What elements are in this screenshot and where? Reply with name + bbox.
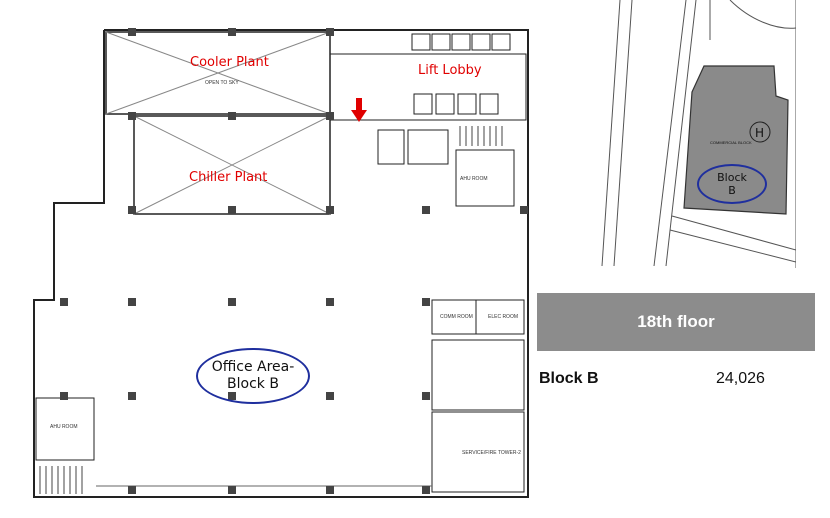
block-area-value: 24,026: [716, 370, 765, 387]
floor-plan: [33, 28, 529, 498]
ahu-room-left-text: AHU ROOM: [50, 424, 78, 430]
svg-text:H: H: [755, 126, 764, 140]
elec-room-text: ELEC ROOM: [488, 314, 519, 320]
block-label: Block B: [539, 370, 599, 387]
service-fire-lift-text: SERVICE/FIRE TOWER-2: [462, 450, 521, 456]
floor-banner: 18th floor: [537, 293, 815, 351]
ahu-room-right-text: AHU ROOM: [460, 176, 488, 182]
elec-room: [475, 299, 525, 335]
site-plan: H: [601, 0, 796, 268]
plan-outer-wall: [33, 29, 529, 498]
chiller-plant-label: Chiller Plant: [189, 170, 268, 185]
open-to-sky-text: OPEN TO SKY: [205, 80, 239, 86]
site-building-tag: COMMERCIAL BLOCK: [710, 140, 752, 145]
cooler-plant-label: Cooler Plant: [190, 55, 269, 70]
comm-room-text: COMM ROOM: [440, 314, 473, 320]
site-block-oval: Block B: [697, 164, 767, 204]
ahu-room-right: [455, 149, 515, 207]
toilet-block: [431, 339, 525, 411]
office-area-oval: Office Area- Block B: [196, 348, 310, 404]
service-core: [431, 411, 525, 493]
lift-lobby-area: [329, 53, 527, 121]
entry-arrow: [351, 98, 367, 122]
lift-lobby-label: Lift Lobby: [418, 63, 482, 78]
